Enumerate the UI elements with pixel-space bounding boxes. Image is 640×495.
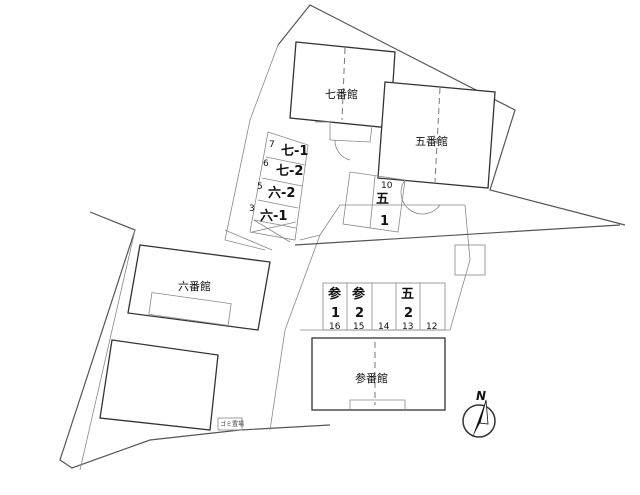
- svg-text:2: 2: [355, 306, 364, 321]
- building-5: [377, 81, 496, 189]
- svg-text:七-2: 七-2: [276, 164, 303, 179]
- building-3: [311, 337, 446, 411]
- svg-text:14: 14: [378, 322, 390, 332]
- parking-slot-16: 参 1 16: [328, 286, 342, 332]
- garbage-area-label: ゴミ置場: [220, 420, 244, 428]
- parking-slot-12: 12: [426, 322, 437, 332]
- svg-text:2: 2: [404, 306, 413, 321]
- parking-slot-3: 3 六-1: [249, 204, 287, 224]
- parking-slot-14: 14: [378, 322, 390, 332]
- svg-text:七-1: 七-1: [281, 144, 308, 159]
- svg-text:13: 13: [402, 322, 413, 332]
- parking-slot-6: 6 七-2: [263, 159, 303, 179]
- parking-slot-10: 10 五 1: [376, 181, 393, 229]
- svg-text:1: 1: [331, 306, 340, 321]
- svg-text:六-2: 六-2: [268, 185, 295, 201]
- svg-text:12: 12: [426, 322, 437, 332]
- svg-text:5: 5: [257, 182, 263, 192]
- svg-text:N: N: [476, 389, 486, 403]
- svg-text:五: 五: [376, 192, 389, 207]
- parking-slot-15: 参 2 15: [352, 286, 366, 332]
- svg-text:15: 15: [353, 322, 364, 332]
- svg-text:7: 7: [269, 140, 275, 150]
- building-6: [127, 244, 271, 331]
- building-3-label: 参番館: [355, 371, 388, 385]
- building-7: [289, 41, 396, 129]
- svg-text:五: 五: [401, 287, 414, 302]
- building-6-label: 六番館: [178, 279, 211, 293]
- parking-slot-5: 5 六-2: [257, 182, 295, 201]
- svg-text:10: 10: [381, 181, 393, 191]
- parking-slot-13: 五 2 13: [401, 287, 414, 332]
- building-5-label: 五番館: [415, 134, 448, 148]
- svg-text:1: 1: [380, 214, 389, 229]
- building-7-label: 七番館: [325, 87, 358, 101]
- svg-text:3: 3: [249, 204, 255, 214]
- svg-text:六-1: 六-1: [260, 208, 287, 224]
- svg-text:参: 参: [352, 286, 366, 302]
- svg-text:16: 16: [329, 322, 341, 332]
- parking-slot-7: 7 七-1: [269, 140, 308, 159]
- site-boundary-west: [59, 211, 331, 469]
- svg-text:6: 6: [263, 159, 269, 169]
- site-boundary: [277, 4, 626, 226]
- north-arrow-icon: N: [462, 389, 496, 438]
- building-unnamed: [99, 339, 219, 431]
- parking-row: 参 1 16 参 2 15 14 五 2 13 12: [322, 282, 446, 332]
- svg-text:参: 参: [328, 286, 342, 302]
